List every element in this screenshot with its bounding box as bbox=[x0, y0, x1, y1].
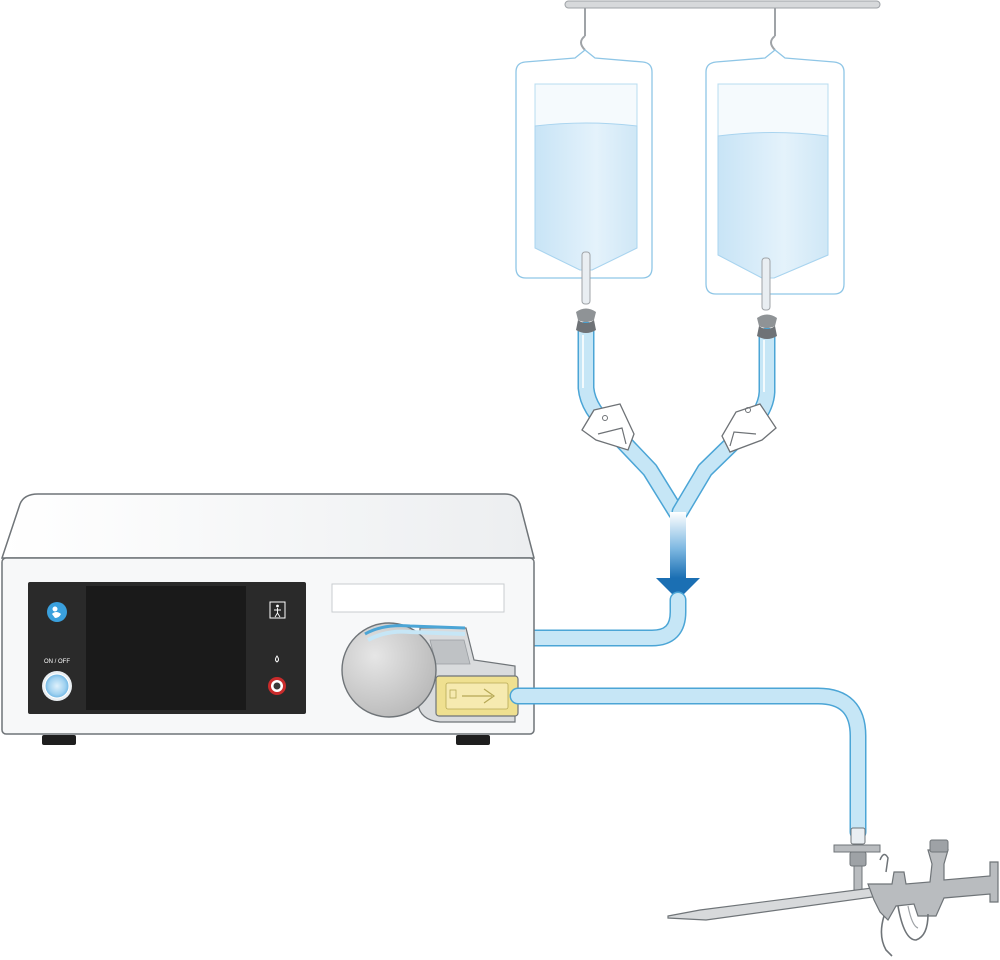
drop-connector-icon bbox=[275, 655, 279, 663]
fluid-level-right bbox=[717, 132, 829, 279]
device-logo-icon bbox=[47, 602, 67, 622]
connector-port[interactable] bbox=[268, 677, 286, 695]
saline-bag-left bbox=[515, 49, 653, 305]
device-foot-left bbox=[42, 735, 76, 745]
power-button-label: ON / OFF bbox=[44, 659, 70, 665]
inflow-tube bbox=[461, 591, 687, 647]
label-plate bbox=[331, 583, 505, 613]
pump-cassette bbox=[435, 675, 519, 717]
spike-connector-left bbox=[576, 308, 596, 333]
patient-figure-icon[interactable] bbox=[269, 601, 286, 619]
hysteroscope-instrument bbox=[667, 827, 999, 957]
device-foot-right bbox=[456, 735, 490, 745]
power-button[interactable]: ON / OFF bbox=[42, 659, 72, 701]
display-screen bbox=[86, 586, 246, 710]
saline-bag-right bbox=[705, 49, 845, 311]
pump-device: ON / OFF bbox=[0, 493, 535, 745]
outflow-tube bbox=[509, 687, 867, 841]
flow-direction-arrow bbox=[656, 512, 700, 600]
fluid-level-left bbox=[534, 122, 638, 271]
pump-roller-head bbox=[341, 622, 437, 718]
spike-connector-right bbox=[757, 314, 777, 339]
iv-pole bbox=[564, 0, 881, 51]
tube-clamp-left bbox=[581, 403, 635, 451]
tube-clamp-right bbox=[721, 403, 777, 453]
